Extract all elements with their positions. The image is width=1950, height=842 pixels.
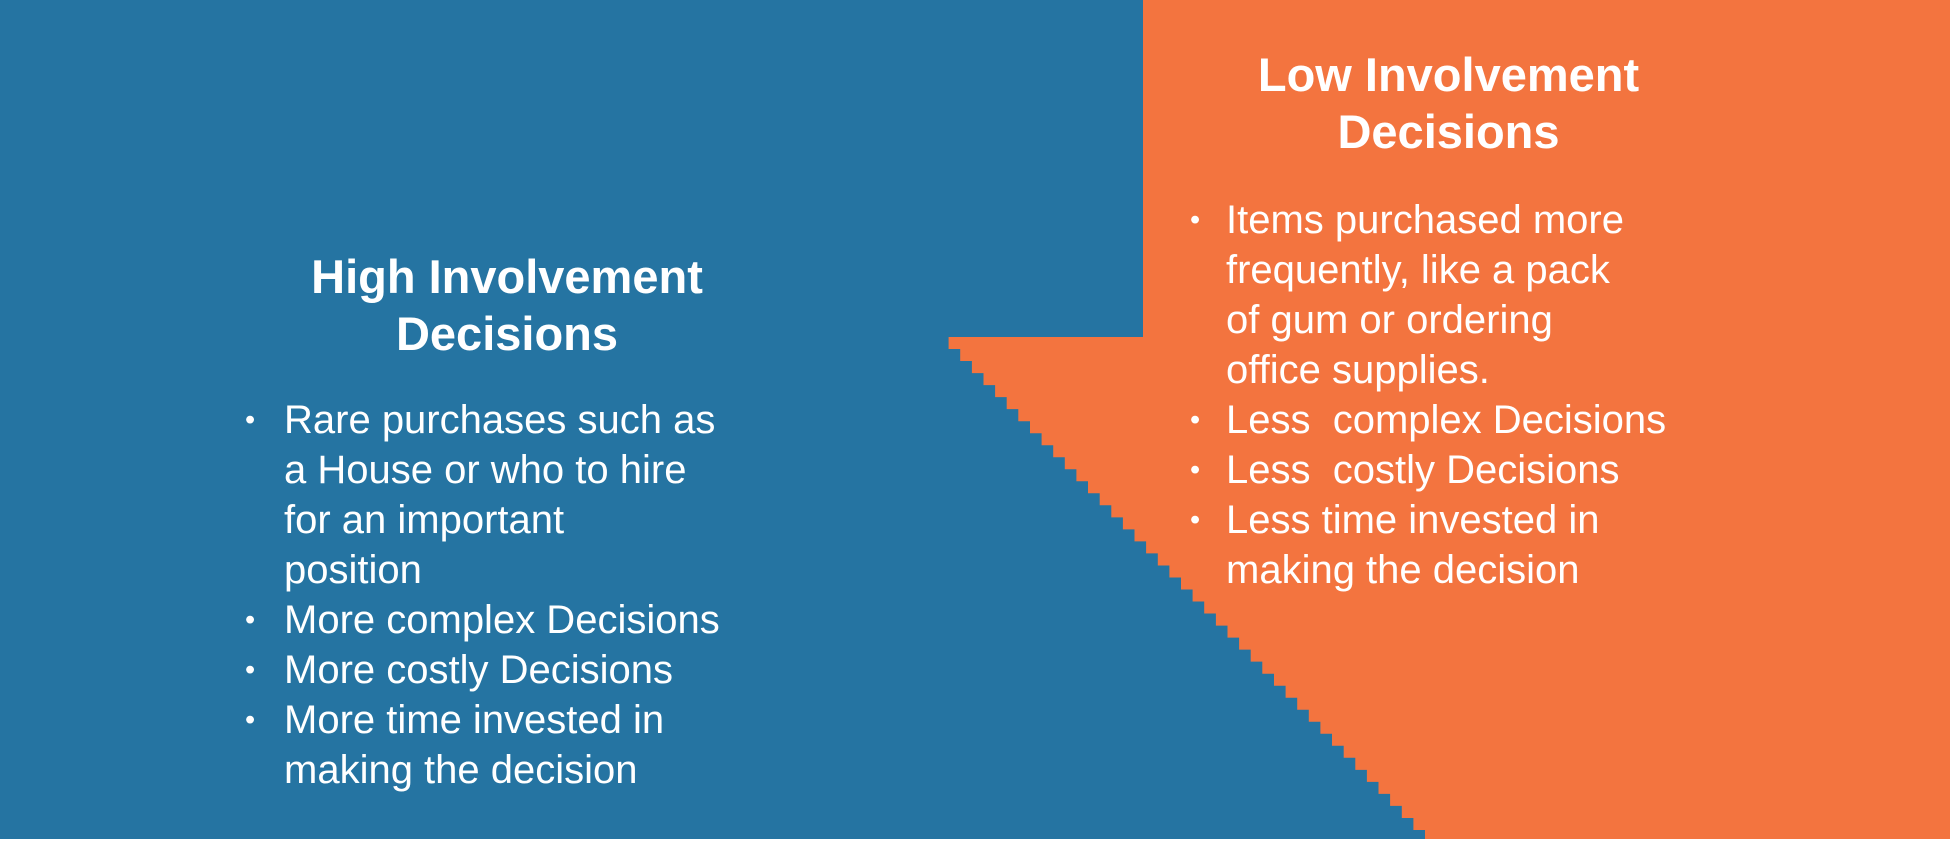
bullet-dot: • [245, 654, 256, 686]
low-involvement-title: Low Involvement Decisions [1145, 46, 1752, 160]
bullet-dot: • [1190, 204, 1201, 236]
list-item: • More complex Decisions [245, 595, 720, 645]
title-line: Decisions [1337, 105, 1560, 158]
bullet-line: Less costly Decisions [1226, 448, 1620, 492]
bullet-dot: • [1190, 454, 1201, 486]
bullet-line: making the decision [284, 748, 638, 792]
bullet-line: More time invested in [284, 698, 665, 742]
bullet-dot: • [245, 604, 256, 636]
list-item: • Less time invested in making the decis… [1190, 495, 1666, 595]
list-item: • More time invested in making the decis… [245, 695, 720, 795]
bullet-line: frequently, like a pack [1226, 248, 1610, 292]
bullet-text: Rare purchases such as a House or who to… [284, 395, 715, 595]
bullet-line: Rare purchases such as [284, 398, 716, 442]
bullet-line: Less complex Decisions [1226, 398, 1667, 442]
bullet-text: Less costly Decisions [1226, 445, 1619, 495]
bullet-line: More costly Decisions [284, 648, 674, 692]
bullet-line: Less time invested in [1226, 498, 1600, 542]
list-item: • More costly Decisions [245, 645, 720, 695]
bullet-line: of gum or ordering [1226, 298, 1553, 342]
bullet-line: position [284, 548, 422, 592]
title-line: Low Involvement [1257, 48, 1640, 101]
bullet-dot: • [1190, 404, 1201, 436]
bullet-line: for an important [284, 498, 565, 542]
low-involvement-list: • Items purchased more frequently, like … [1190, 195, 1666, 595]
bullet-line: making the decision [1226, 548, 1580, 592]
bullet-line: More complex Decisions [284, 598, 720, 642]
title-line: Decisions [395, 307, 619, 360]
high-involvement-title: High Involvement Decisions [150, 248, 864, 362]
bullet-line: Items purchased more [1226, 198, 1624, 242]
bullet-line: a House or who to hire [284, 448, 687, 492]
list-item: • Items purchased more frequently, like … [1190, 195, 1666, 395]
high-involvement-list: • Rare purchases such as a House or who … [245, 395, 720, 795]
bullet-dot: • [245, 404, 256, 436]
bullet-dot: • [245, 704, 256, 736]
bullet-text: More complex Decisions [284, 595, 720, 645]
bullet-text: Less time invested in making the decisio… [1226, 495, 1600, 595]
bullet-text: More costly Decisions [284, 645, 673, 695]
list-item: • Less costly Decisions [1190, 445, 1666, 495]
orange-arrow-path [937, 0, 1950, 842]
bullet-dot: • [1190, 504, 1201, 536]
bottom-edge [0, 839, 1950, 842]
title-line: High Involvement [311, 250, 703, 303]
list-item: • Rare purchases such as a House or who … [245, 395, 720, 595]
list-item: • Less complex Decisions [1190, 395, 1666, 445]
bullet-line: office supplies. [1226, 348, 1490, 392]
bullet-text: Less complex Decisions [1226, 395, 1666, 445]
bullet-text: More time invested in making the decisio… [284, 695, 664, 795]
bullet-text: Items purchased more frequently, like a … [1226, 195, 1624, 395]
